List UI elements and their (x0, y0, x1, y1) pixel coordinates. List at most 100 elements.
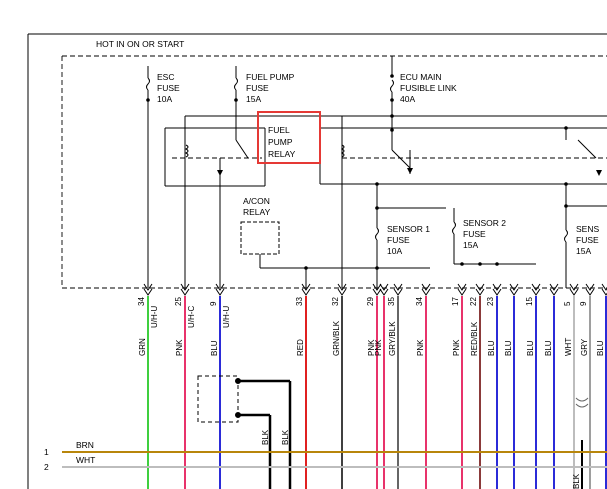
pin-0: GRN (138, 283, 153, 489)
pin-number: 5 (563, 301, 572, 306)
bus-row-label: BRN (76, 440, 94, 450)
wire-label: WHT (564, 338, 573, 356)
svg-text:15A: 15A (463, 240, 478, 250)
svg-text:A/CON: A/CON (243, 196, 270, 206)
svg-text:RELAY: RELAY (243, 207, 271, 217)
bus-row-1: 1 BRN (44, 440, 607, 457)
pin-13: BLU (526, 283, 541, 489)
pin-number: 29 (366, 297, 375, 306)
svg-text:40A: 40A (400, 94, 415, 104)
svg-text:SENS: SENS (576, 224, 599, 234)
pin-10: RED/BLK (470, 283, 485, 489)
ground-connector (197, 375, 292, 489)
pin-number: 9 (579, 301, 588, 306)
acon-relay: A/CON RELAY (240, 196, 430, 288)
relay-contact-arrow (217, 170, 223, 176)
pin-number: 15 (525, 297, 534, 306)
pin-12: BLU (504, 283, 519, 489)
wire-label: PNK (416, 339, 425, 356)
fuel-pump-fuse: FUEL PUMP FUSE 15A (234, 66, 295, 140)
right-ground-wire (575, 397, 589, 489)
pin-7: GRY/BLK (388, 283, 403, 489)
pin-number: 23 (486, 297, 495, 306)
pin-16: GRY (580, 283, 595, 489)
svg-text:SENSOR 1: SENSOR 1 (387, 224, 430, 234)
right-contact-arrow (596, 170, 602, 176)
pin-5: PNK (367, 283, 382, 489)
svg-text:FUSE: FUSE (576, 235, 599, 245)
wire-label: RED/BLK (470, 321, 479, 356)
svg-text:RELAY: RELAY (268, 149, 296, 159)
bus-row-number: 1 (44, 447, 49, 457)
svg-text:15A: 15A (576, 246, 591, 256)
blk-label-1: BLK (261, 429, 270, 445)
blk-label-right: BLK (572, 473, 581, 489)
wire-label: PNK (452, 339, 461, 356)
pin-2: BLU (210, 283, 225, 489)
bus-row-label: WHT (76, 455, 95, 465)
fuel-pump-relay: FUEL PUMP RELAY (268, 125, 296, 159)
wire-label: RED (296, 339, 305, 356)
wire-label: GRY (580, 338, 589, 356)
svg-text:SENSOR 2: SENSOR 2 (463, 218, 506, 228)
relay-highlight-box[interactable] (257, 111, 321, 164)
wire-label: BLU (596, 340, 605, 356)
svg-text:FUSE: FUSE (463, 229, 486, 239)
pin-8: PNK (416, 283, 431, 489)
svg-text:PUMP: PUMP (268, 137, 293, 147)
wire-label: BLU (487, 340, 496, 356)
wire-label: GRY/BLK (388, 321, 397, 356)
pin-15: WHT (564, 283, 579, 489)
pin-connector: U/H-C (187, 306, 196, 328)
pin-6: PNK (374, 283, 389, 489)
wire-label: PNK (175, 339, 184, 356)
relay-enclosure (164, 115, 607, 288)
pin-number: 9 (209, 301, 218, 306)
pin-number: 34 (137, 297, 146, 306)
wire-label: BLU (526, 340, 535, 356)
wire-label: BLU (210, 340, 219, 356)
pin-number: 25 (174, 297, 183, 306)
sensor1-fuse: SENSOR 1 FUSE 10A (375, 182, 446, 288)
right-junction (564, 126, 568, 130)
esc-fuse: ESC FUSE 10A (146, 66, 180, 288)
wire-label: BLU (504, 340, 513, 356)
svg-text:FUEL: FUEL (268, 125, 290, 135)
blk-label-2: BLK (281, 429, 290, 445)
svg-text:FUSE: FUSE (387, 235, 410, 245)
module-boundary (61, 55, 607, 289)
pin-connector: U/H-U (222, 306, 231, 328)
pin-number: 35 (387, 297, 396, 306)
pin-11: BLU (487, 283, 502, 489)
svg-text:ESC: ESC (157, 72, 174, 82)
pin-connector: U/H-U (150, 306, 159, 328)
pin-3: RED (296, 283, 311, 489)
svg-text:FUSIBLE LINK: FUSIBLE LINK (400, 83, 457, 93)
pin-number: 17 (451, 297, 460, 306)
pin-17: BLU (596, 283, 607, 489)
svg-text:ECU MAIN: ECU MAIN (400, 72, 442, 82)
wire-label: GRN/BLK (332, 320, 341, 356)
pin-1: PNK (175, 283, 190, 489)
wire-label: PNK (374, 339, 383, 356)
pin-number: 32 (331, 297, 340, 306)
pin-4: GRN/BLK (332, 283, 347, 489)
pin-14: BLU (544, 283, 559, 489)
wire-label: PNK (367, 339, 376, 356)
header-title: HOT IN ON OR START (96, 39, 184, 49)
ecu-main-fusible-link: ECU MAIN FUSIBLE LINK 40A (390, 56, 457, 174)
ecu-contact-arrow (407, 168, 413, 174)
svg-text:FUEL PUMP: FUEL PUMP (246, 72, 295, 82)
svg-text:15A: 15A (246, 94, 261, 104)
sensor2-fuse: SENSOR 2 FUSE 15A (452, 208, 536, 266)
svg-text:FUSE: FUSE (246, 83, 269, 93)
wire-label: GRN (138, 338, 147, 356)
pin-number: 33 (295, 297, 304, 306)
pin-number: 22 (469, 297, 478, 306)
svg-text:FUSE: FUSE (157, 83, 180, 93)
svg-text:10A: 10A (157, 94, 172, 104)
pin-number: 34 (415, 297, 424, 306)
